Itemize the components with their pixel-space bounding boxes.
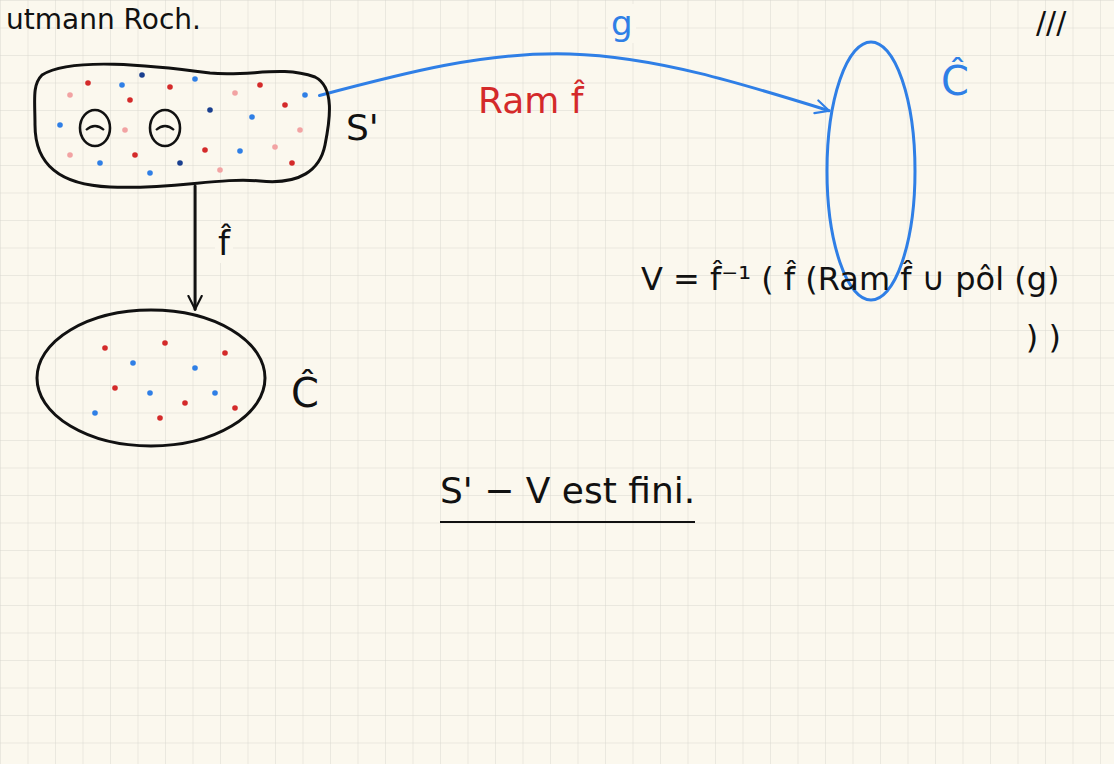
branch-point [102,345,108,351]
marked-point [167,84,173,90]
branch-point [162,340,168,346]
marked-point [207,107,213,113]
handle-fold [86,126,104,130]
marked-point [297,127,303,133]
marked-point [302,92,308,98]
branch-point [212,390,218,396]
marked-point [97,160,103,166]
marked-point [67,92,73,98]
marked-point [192,76,198,82]
marked-point [139,72,145,78]
marked-point [177,160,183,166]
node-outline [35,308,267,448]
formula: V = f̂⁻¹ ( f̂ (Ram f̂ ∪ pôl (g) ) ) [641,250,1061,366]
branch-point [157,415,163,421]
marked-point [202,147,208,153]
surface-outline [35,64,330,187]
marked-point [232,90,238,96]
marked-point [217,167,223,173]
page-heading: utmann Roch. [6,4,201,36]
marked-point [272,144,278,150]
node-label: Ĉ [941,58,969,104]
marked-point [257,82,263,88]
marked-point [147,170,153,176]
marked-point [132,152,138,158]
page-mark: /// [1036,6,1066,41]
map-name: f̂ [215,224,233,263]
marked-point [237,148,243,154]
branch-point [92,410,98,416]
node-label: S' [346,107,379,148]
projective-line-base: Ĉ [35,308,267,448]
marked-point [57,122,63,128]
ellipse-outline [37,310,265,446]
branch-point [192,365,198,371]
handle-hole [150,110,180,146]
branch-point [222,350,228,356]
branch-point [182,400,188,406]
handle-fold [156,126,174,130]
node-label: Ĉ [291,370,319,416]
marked-point [85,80,91,86]
map-name: g [608,4,636,43]
branch-point [147,390,153,396]
marked-point [127,97,133,103]
map-arrow-f [194,186,197,309]
marked-point [67,152,73,158]
marked-point [122,127,128,133]
marked-point [119,82,125,88]
branch-point [112,385,118,391]
ramification-label: Ram f̂ [478,80,583,121]
branch-point [232,405,238,411]
marked-point [289,160,295,166]
handle-hole [80,110,110,146]
node-outline [30,55,330,190]
conclusion: S' − V est fini. [440,470,695,523]
marked-point [282,102,288,108]
branch-point [130,360,136,366]
marked-point [249,114,255,120]
genus-two-surface: S' [30,55,330,190]
